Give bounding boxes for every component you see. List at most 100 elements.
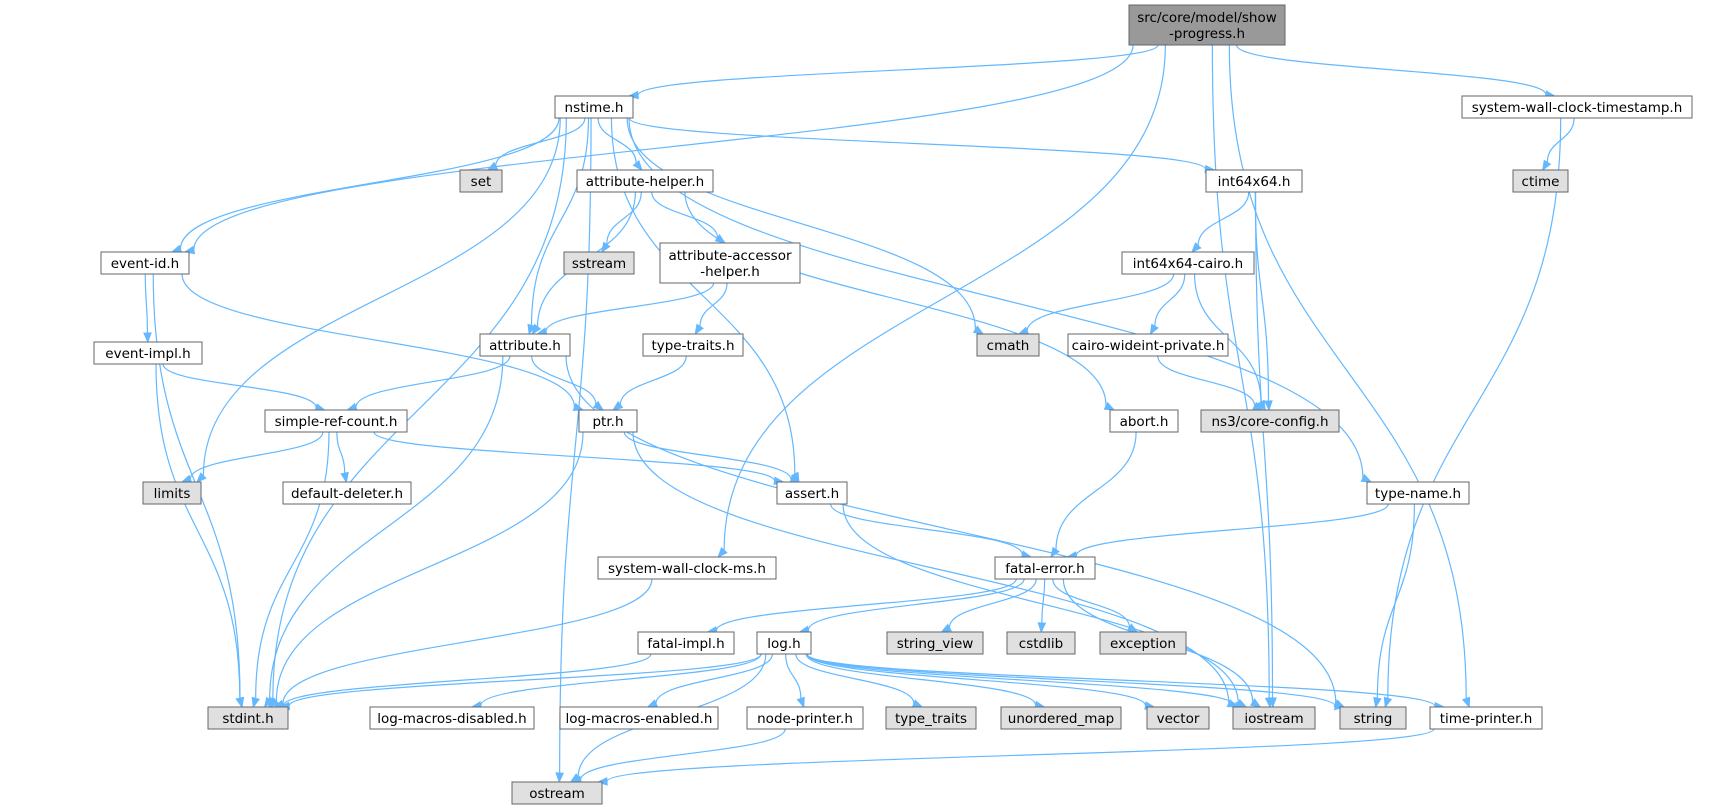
node-eventid[interactable]: event-id.h	[100, 251, 190, 275]
node-label: attribute-accessor	[668, 248, 792, 264]
edge-line	[373, 431, 776, 482]
node-label: src/core/model/show	[1137, 10, 1277, 26]
node-ptr[interactable]: ptr.h	[578, 409, 638, 433]
edge-line	[580, 728, 786, 781]
edge-typename-to-string	[1373, 503, 1415, 709]
edge-eventimpl-to-stdint	[155, 363, 244, 709]
edge-attracc-to-attribute	[536, 282, 715, 336]
node-int64cairo[interactable]: int64x64-cairo.h	[1121, 251, 1255, 275]
edge-line	[1026, 273, 1175, 331]
edge-log-to-timeprinter	[806, 653, 1446, 711]
edge-arrowhead	[612, 400, 624, 411]
edge-line	[495, 117, 586, 166]
node-box	[511, 781, 603, 805]
node-box	[1128, 4, 1286, 46]
node-label: unordered_map	[1008, 711, 1114, 727]
edge-root-to-iostream	[1211, 44, 1274, 709]
node-fatalerror[interactable]: fatal-error.h	[994, 556, 1096, 580]
node-cairopriv[interactable]: cairo-wideint-private.h	[1067, 333, 1229, 357]
node-nodeprinter[interactable]: node-printer.h	[746, 706, 864, 730]
edge-swct-to-string	[1383, 117, 1562, 709]
node-label: ptr.h	[592, 414, 623, 430]
edge-line	[202, 117, 561, 476]
node-box	[576, 169, 714, 193]
node-label: type-traits.h	[651, 338, 734, 354]
node-swct[interactable]: system-wall-clock-timestamp.h	[1461, 95, 1693, 119]
node-root[interactable]: src/core/model/show-progress.h	[1128, 4, 1286, 46]
edge-int64cairo-to-cmath	[1017, 273, 1175, 335]
node-box	[282, 481, 412, 505]
edge-line	[651, 191, 719, 238]
edge-arrowhead	[531, 323, 542, 336]
edge-fatalerror-to-stringview	[940, 578, 1037, 633]
node-logen[interactable]: log-macros-enabled.h	[559, 706, 719, 730]
node-int64[interactable]: int64x64.h	[1205, 169, 1303, 193]
edge-root-to-nstime	[627, 44, 1159, 100]
node-label: int64x64.h	[1218, 174, 1291, 190]
node-box	[207, 706, 289, 730]
node-box	[885, 706, 977, 730]
node-label: ostream	[529, 786, 585, 802]
node-typetraits: type_traits	[885, 706, 977, 730]
node-fatalimpl[interactable]: fatal-impl.h	[637, 631, 735, 655]
node-eventimpl[interactable]: event-impl.h	[93, 341, 203, 365]
edge-line	[530, 117, 590, 326]
edge-arrowhead	[263, 696, 274, 709]
node-cstdlib: cstdlib	[1006, 631, 1076, 655]
edge-arrowhead	[555, 772, 565, 784]
edge-arrowhead	[1373, 696, 1382, 709]
node-abort[interactable]: abort.h	[1109, 409, 1179, 433]
node-label: abort.h	[1120, 414, 1169, 430]
node-attribute[interactable]: attribute.h	[479, 333, 571, 357]
edge-nstime-to-attribute	[527, 117, 590, 336]
node-box	[100, 251, 190, 275]
node-label: attribute.h	[489, 338, 561, 354]
edge-line	[282, 653, 652, 707]
node-swcms[interactable]: system-wall-clock-ms.h	[597, 556, 777, 580]
edge-line	[189, 431, 324, 480]
node-label: int64x64-cairo.h	[1133, 256, 1243, 272]
node-logdis[interactable]: log-macros-disabled.h	[369, 706, 535, 730]
edge-arrowhead	[1461, 696, 1471, 709]
node-unordmap: unordered_map	[1000, 706, 1122, 730]
edge-arrowhead	[235, 696, 244, 709]
node-timeprinter[interactable]: time-printer.h	[1429, 706, 1543, 730]
edge-arrowhead	[632, 159, 643, 172]
edge-nstime-to-attrhelper	[597, 117, 643, 172]
edge-line	[806, 653, 1336, 707]
edge-line	[336, 431, 346, 474]
edge-line	[1387, 117, 1562, 699]
edge-attribute-to-stdint	[263, 355, 504, 709]
node-attracc[interactable]: attribute-accessor-helper.h	[659, 242, 801, 284]
node-label: log.h	[767, 636, 800, 652]
node-log[interactable]: log.h	[756, 631, 812, 655]
edge-attrhelper-to-abort	[684, 191, 1116, 411]
edge-line	[1197, 191, 1250, 246]
node-nstime[interactable]: nstime.h	[554, 95, 634, 119]
edge-nodeprinter-to-ostream	[570, 728, 786, 784]
edge-line	[181, 273, 576, 408]
node-iostream: iostream	[1232, 706, 1316, 730]
edge-ptr-to-stdint	[268, 431, 584, 708]
node-attrhelper[interactable]: attribute-helper.h	[576, 169, 714, 193]
edge-arrowhead	[972, 325, 985, 335]
node-typetraitsh[interactable]: type-traits.h	[642, 333, 744, 357]
edge-nstime-to-ostream	[555, 117, 592, 784]
node-label: ctime	[1522, 174, 1560, 190]
edge-fatalerror-to-cstdlib	[1037, 578, 1047, 634]
node-typename[interactable]: type-name.h	[1366, 481, 1470, 505]
node-simpleref[interactable]: simple-ref-count.h	[264, 409, 408, 433]
edge-line	[619, 355, 687, 405]
node-box	[1429, 706, 1543, 730]
edge-line	[842, 503, 1239, 703]
edge-arrowhead	[596, 777, 608, 786]
node-label: sstream	[572, 256, 626, 272]
node-assert[interactable]: assert.h	[776, 481, 848, 505]
edge-fatalerror-to-log	[798, 578, 1025, 635]
node-defdel[interactable]: default-deleter.h	[282, 481, 412, 505]
edge-line	[1211, 44, 1270, 699]
edge-line	[162, 363, 317, 408]
edge-log-to-iostream	[806, 653, 1246, 711]
edge-fatalerror-to-exception	[1052, 578, 1139, 633]
node-label: exception	[1110, 636, 1176, 652]
